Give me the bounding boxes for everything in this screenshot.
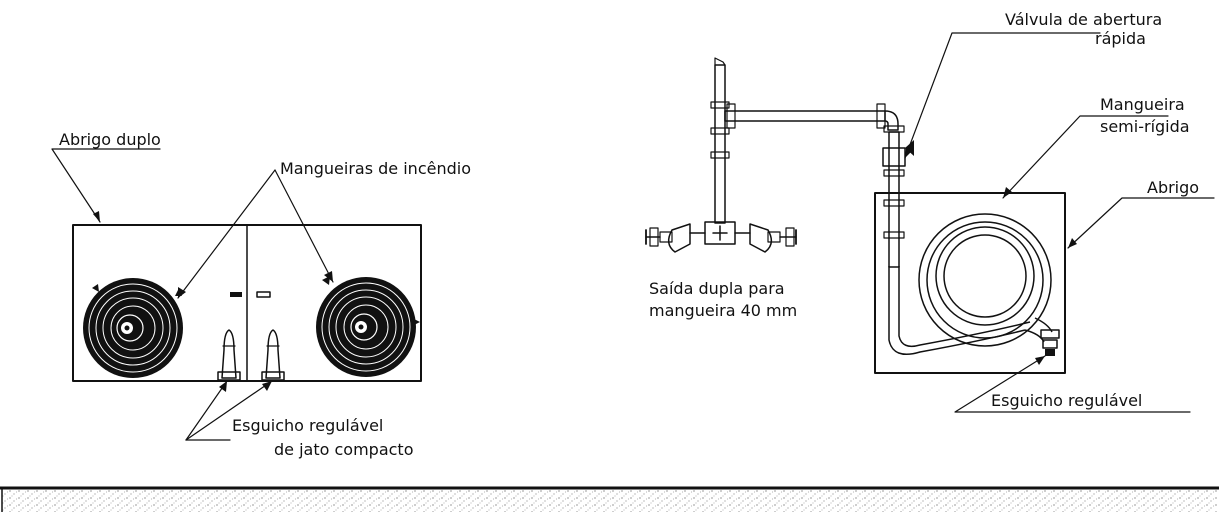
label-abrigo: Abrigo — [1147, 178, 1199, 197]
double-outlet — [645, 221, 797, 253]
label-mangueira-1: Mangueira — [1100, 95, 1185, 114]
leader-nozzle-left — [185, 380, 228, 441]
riser-pipe — [714, 64, 726, 224]
label-abrigo-duplo: Abrigo duplo — [59, 130, 161, 149]
leader-hose-left — [177, 169, 276, 299]
piping-assembly: Saída dupla para mangueira 40 mm — [645, 57, 914, 320]
quick-valve — [882, 147, 906, 167]
single-cabinet-group: Válvula de abertura rápida Mangueira sem… — [874, 10, 1215, 413]
label-esguicho-compacto-2: de jato compacto — [274, 440, 413, 459]
nozzle-left — [217, 329, 241, 381]
label-mangueiras-incendio: Mangueiras de incêndio — [280, 159, 471, 178]
label-saida-dupla-2: mangueira 40 mm — [649, 301, 797, 320]
leader-hose-right — [274, 169, 334, 283]
leader-abrigo-duplo — [51, 148, 161, 223]
ground-floor — [0, 486, 1219, 512]
leader-esguicho — [954, 355, 1191, 413]
double-cabinet-group: Abrigo duplo Mangueiras de incêndio Esgu… — [51, 130, 471, 459]
label-valvula-1: Válvula de abertura — [1005, 10, 1162, 29]
hose-reel-left — [83, 278, 183, 378]
pipe-elbow — [884, 110, 899, 131]
leader-nozzle-right — [185, 380, 273, 441]
label-mangueira-2: semi-rígida — [1100, 117, 1190, 136]
label-esguicho-regulavel: Esguicho regulável — [991, 391, 1142, 410]
nozzle-right — [261, 329, 285, 381]
nozzle-regulavel — [1040, 329, 1060, 356]
label-valvula-2: rápida — [1095, 29, 1146, 48]
hose-reel-right — [316, 276, 420, 377]
single-cabinet-box — [874, 192, 1066, 374]
door-handle-left — [230, 292, 242, 297]
label-esguicho-compacto-1: Esguicho regulável — [232, 416, 383, 435]
leader-abrigo — [1067, 197, 1215, 249]
leader-valvula — [904, 32, 1101, 159]
horizontal-pipe — [724, 110, 886, 122]
label-saida-dupla-1: Saída dupla para — [649, 279, 785, 298]
leader-mangueira — [1002, 115, 1169, 199]
semi-rigid-hose — [888, 213, 1053, 355]
door-handle-right — [256, 291, 271, 298]
